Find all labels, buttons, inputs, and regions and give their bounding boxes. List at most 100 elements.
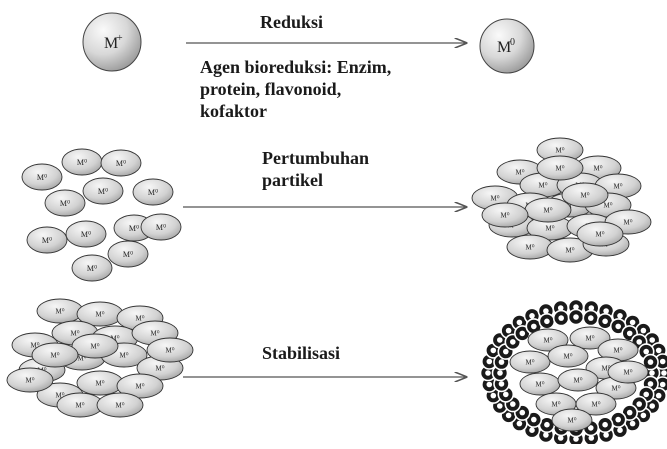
- particle-label: M⁰: [42, 236, 52, 245]
- particle-label: M⁰: [25, 376, 34, 384]
- particle-label: M⁰: [123, 250, 133, 259]
- capping-agent-core: [487, 382, 493, 388]
- capping-agent-core: [649, 337, 655, 343]
- particle-label: M⁰: [555, 164, 564, 172]
- particle-label: M⁰: [543, 206, 552, 214]
- particle: M⁰: [562, 183, 608, 207]
- particle-label: M⁰: [585, 334, 594, 342]
- capping-agent-core: [643, 392, 649, 398]
- growth-line-1: Pertumbuhan: [262, 148, 369, 168]
- capping-agent-core: [636, 401, 642, 407]
- capping-agent-core: [510, 401, 516, 407]
- particle: M⁰: [62, 149, 102, 175]
- particle-label: M⁰: [525, 243, 534, 251]
- particle: M⁰: [510, 351, 550, 373]
- particle-label: M⁰: [563, 352, 572, 360]
- particle-label: M⁰: [595, 230, 604, 238]
- capping-agent-core: [602, 319, 608, 325]
- agent-line-1: Agen bioreduksi: Enzim,: [200, 57, 391, 77]
- capping-agent-core: [520, 410, 526, 416]
- particle-label: M⁰: [555, 146, 564, 154]
- capping-agent-core: [603, 432, 609, 438]
- particle-label: M⁰: [603, 201, 612, 209]
- capping-agent-core: [648, 381, 654, 387]
- particle-label: M⁰: [611, 384, 620, 392]
- capping-agent-core: [627, 410, 633, 416]
- particle: M⁰: [57, 393, 103, 417]
- particle: M⁰: [141, 214, 181, 240]
- capping-agent-core: [499, 381, 505, 387]
- particle: M⁰: [77, 371, 123, 395]
- capping-agent-core: [648, 359, 654, 365]
- particle-label: M⁰: [77, 158, 87, 167]
- particle: M⁰: [577, 222, 623, 246]
- particle: M⁰: [97, 393, 143, 417]
- capping-agent-core: [529, 427, 535, 433]
- particle-label: M⁰: [119, 351, 128, 359]
- particle-label: M⁰: [525, 358, 534, 366]
- capping-agent-core: [491, 393, 497, 399]
- particle: M⁰: [83, 178, 123, 204]
- particle-label: M⁰: [95, 310, 104, 318]
- capping-agent-core: [617, 427, 623, 433]
- particle-label: M⁰: [545, 224, 554, 232]
- capping-agent-core: [497, 370, 503, 376]
- capping-agent-core: [643, 349, 649, 355]
- particle: M⁰: [101, 150, 141, 176]
- capping-agent-core: [485, 370, 491, 376]
- particle-label: M⁰: [81, 230, 91, 239]
- particle-label: M⁰: [573, 376, 582, 384]
- atom-sup: 0: [510, 37, 515, 48]
- grown-cluster: M⁰M⁰M⁰M⁰M⁰M⁰M⁰M⁰M⁰M⁰M⁰M⁰M⁰M⁰M⁰M⁰M⁰M⁰M⁰M⁰…: [472, 138, 651, 262]
- capping-agent-core: [544, 319, 550, 325]
- capping-agent-core: [531, 417, 537, 423]
- particle-label: M⁰: [115, 401, 124, 409]
- particle-label: M⁰: [565, 246, 574, 254]
- particle-label: M⁰: [165, 346, 174, 354]
- capping-agent-core: [543, 308, 549, 314]
- particle-label: M⁰: [490, 194, 499, 202]
- particle-label: M⁰: [129, 224, 139, 233]
- particle: M⁰: [525, 198, 571, 222]
- particle-label: M⁰: [135, 382, 144, 390]
- particle-label: M⁰: [98, 187, 108, 196]
- capping-agent-core: [491, 348, 497, 354]
- particle: M⁰: [552, 409, 592, 431]
- agent-line-2: protein, flavonoid,: [200, 79, 341, 99]
- capping-agent-core: [656, 348, 662, 354]
- particle-label: M⁰: [535, 380, 544, 388]
- particle: M⁰: [147, 338, 193, 362]
- capping-agent-core: [558, 315, 564, 321]
- capping-agent-core: [617, 313, 623, 319]
- particle-label: M⁰: [75, 401, 84, 409]
- particle: M⁰: [72, 334, 118, 358]
- particle-label: M⁰: [150, 329, 159, 337]
- particle: M⁰: [108, 241, 148, 267]
- reduksi-label: Reduksi: [260, 12, 323, 32]
- particle-label: M⁰: [60, 199, 70, 208]
- capping-agent-core: [573, 314, 579, 320]
- particle: M⁰: [482, 203, 528, 227]
- capping-agent-core: [660, 359, 666, 365]
- capping-agent-core: [517, 421, 523, 427]
- particle-label: M⁰: [148, 188, 158, 197]
- capping-agent-core: [661, 370, 667, 376]
- stabilisasi-label: Stabilisasi: [262, 343, 340, 363]
- particle: M⁰: [520, 373, 560, 395]
- capping-agent-core: [503, 392, 509, 398]
- particle-label: M⁰: [515, 168, 524, 176]
- particle-label: M⁰: [116, 159, 126, 168]
- growth-line-2: partikel: [262, 170, 323, 190]
- capping-agent-core: [531, 324, 537, 330]
- particle: M⁰: [27, 227, 67, 253]
- capping-agent-core: [656, 393, 662, 399]
- capping-agent-core: [615, 417, 621, 423]
- particle-label: M⁰: [90, 342, 99, 350]
- capping-agent-core: [520, 331, 526, 337]
- particle-label: M⁰: [543, 336, 552, 344]
- particle: M⁰: [133, 179, 173, 205]
- capping-agent-core: [636, 339, 642, 345]
- capping-agent-core: [544, 422, 550, 428]
